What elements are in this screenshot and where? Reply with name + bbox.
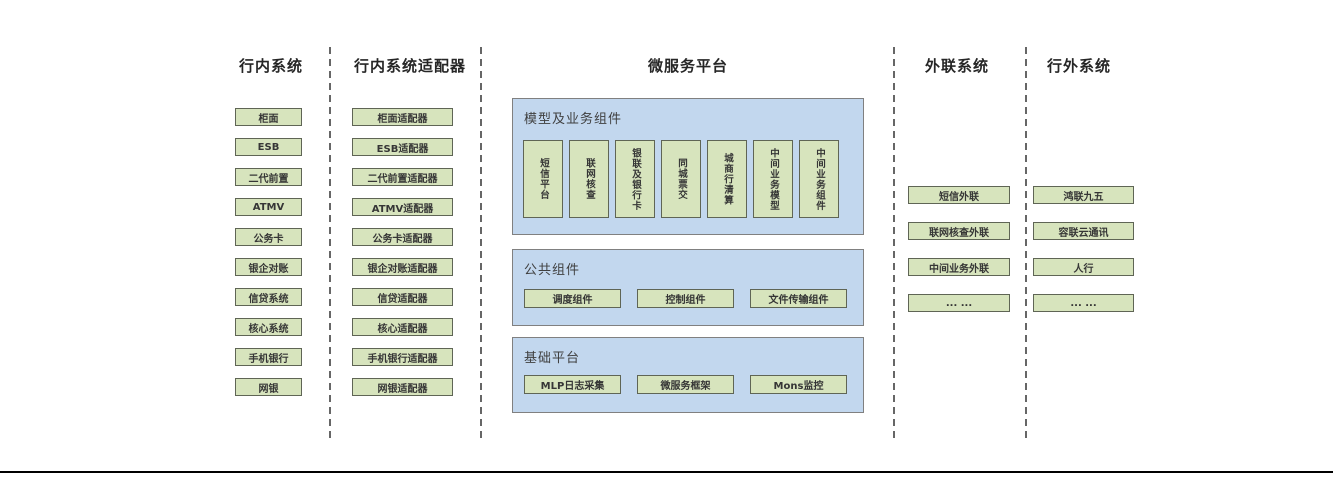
adapter-box: 网银适配器 xyxy=(352,378,453,396)
system-box: 网银 xyxy=(235,378,302,396)
adapter-box: 柜面适配器 xyxy=(352,108,453,126)
system-box: 信贷系统 xyxy=(235,288,302,306)
system-box: 银企对账 xyxy=(235,258,302,276)
adapter-box: 银企对账适配器 xyxy=(352,258,453,276)
component-box: 中间业务组件 xyxy=(799,140,839,218)
panel-title-common-components: 公共组件 xyxy=(524,263,581,278)
external-box: 容联云通讯 xyxy=(1033,222,1134,240)
adapter-box: 核心适配器 xyxy=(352,318,453,336)
component-box: 微服务框架 xyxy=(637,375,734,394)
external-box: ... ... xyxy=(1033,294,1134,312)
panel-title-base-platform: 基础平台 xyxy=(524,351,581,366)
column-divider-3 xyxy=(893,47,895,442)
bottom-border-line xyxy=(0,471,1333,473)
component-box: 短信平台 xyxy=(523,140,563,218)
column-title-external-systems: 行外系统 xyxy=(1046,57,1111,75)
component-box: 中间业务模型 xyxy=(753,140,793,218)
common-components-list: 调度组件控制组件文件传输组件 xyxy=(524,289,847,308)
adapter-box: 公务卡适配器 xyxy=(352,228,453,246)
column-title-microservice-platform: 微服务平台 xyxy=(647,57,728,75)
column-title-in-bank-systems: 行内系统 xyxy=(238,57,303,75)
panel-common-components: 公共组件 调度组件控制组件文件传输组件 xyxy=(512,249,864,326)
outreach-box: 短信外联 xyxy=(908,186,1010,204)
system-box: 手机银行 xyxy=(235,348,302,366)
external-box: 人行 xyxy=(1033,258,1134,276)
column-divider-2 xyxy=(480,47,482,442)
panel-title-model-business-components: 模型及业务组件 xyxy=(524,112,623,127)
external-systems-list: 鸿联九五容联云通讯人行 ... ... xyxy=(1033,186,1134,312)
column-title-outreach-systems: 外联系统 xyxy=(924,57,989,75)
component-box: Mons监控 xyxy=(750,375,847,394)
component-box: 联网核查 xyxy=(569,140,609,218)
adapter-box: ESB适配器 xyxy=(352,138,453,156)
column-divider-1 xyxy=(329,47,331,442)
in-bank-systems-list: 柜面 ESB 二代前置 ATMV 公务卡银企对账信贷系统核心系统手机银行网银 xyxy=(235,108,302,396)
system-box: ATMV xyxy=(235,198,302,216)
component-box: MLP日志采集 xyxy=(524,375,621,394)
panel-model-business-components: 模型及业务组件 短信平台联网核查银联及银行卡同城票交城商行清算中间业务模型中间业… xyxy=(512,98,864,235)
adapter-box: 手机银行适配器 xyxy=(352,348,453,366)
outreach-box: ... ... xyxy=(908,294,1010,312)
adapter-box: 二代前置适配器 xyxy=(352,168,453,186)
outreach-systems-list: 短信外联联网核查外联中间业务外联 ... ... xyxy=(908,186,1010,312)
component-box: 调度组件 xyxy=(524,289,621,308)
adapter-box: ATMV适配器 xyxy=(352,198,453,216)
component-box: 控制组件 xyxy=(637,289,734,308)
component-box: 银联及银行卡 xyxy=(615,140,655,218)
in-bank-adapters-list: 柜面适配器 ESB适配器二代前置适配器 ATMV适配器公务卡适配器银企对账适配器信贷… xyxy=(352,108,453,396)
system-box: 核心系统 xyxy=(235,318,302,336)
adapter-box: 信贷适配器 xyxy=(352,288,453,306)
column-divider-4 xyxy=(1025,47,1027,442)
base-platform-list: MLP日志采集微服务框架 Mons监控 xyxy=(524,375,847,394)
system-box: ESB xyxy=(235,138,302,156)
component-box: 文件传输组件 xyxy=(750,289,847,308)
model-business-components-list: 短信平台联网核查银联及银行卡同城票交城商行清算中间业务模型中间业务组件 xyxy=(523,140,839,218)
system-box: 公务卡 xyxy=(235,228,302,246)
system-box: 柜面 xyxy=(235,108,302,126)
column-title-in-bank-adapters: 行内系统适配器 xyxy=(353,57,466,75)
outreach-box: 中间业务外联 xyxy=(908,258,1010,276)
component-box: 城商行清算 xyxy=(707,140,747,218)
component-box: 同城票交 xyxy=(661,140,701,218)
external-box: 鸿联九五 xyxy=(1033,186,1134,204)
system-box: 二代前置 xyxy=(235,168,302,186)
outreach-box: 联网核查外联 xyxy=(908,222,1010,240)
panel-base-platform: 基础平台 MLP日志采集微服务框架 Mons监控 xyxy=(512,337,864,413)
